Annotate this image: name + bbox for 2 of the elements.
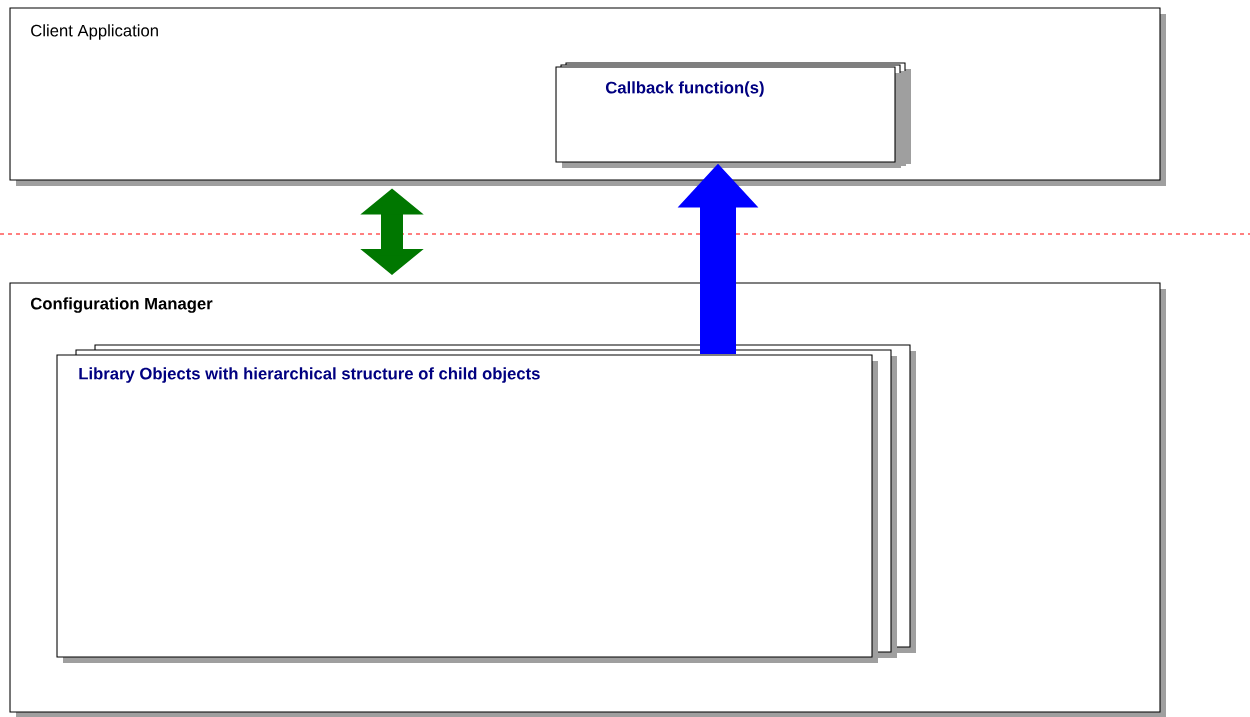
stacked-box: Library Objects with hierarchical structure of child objects — [56, 344, 916, 663]
stacked-box: Callback function(s) — [555, 62, 911, 168]
